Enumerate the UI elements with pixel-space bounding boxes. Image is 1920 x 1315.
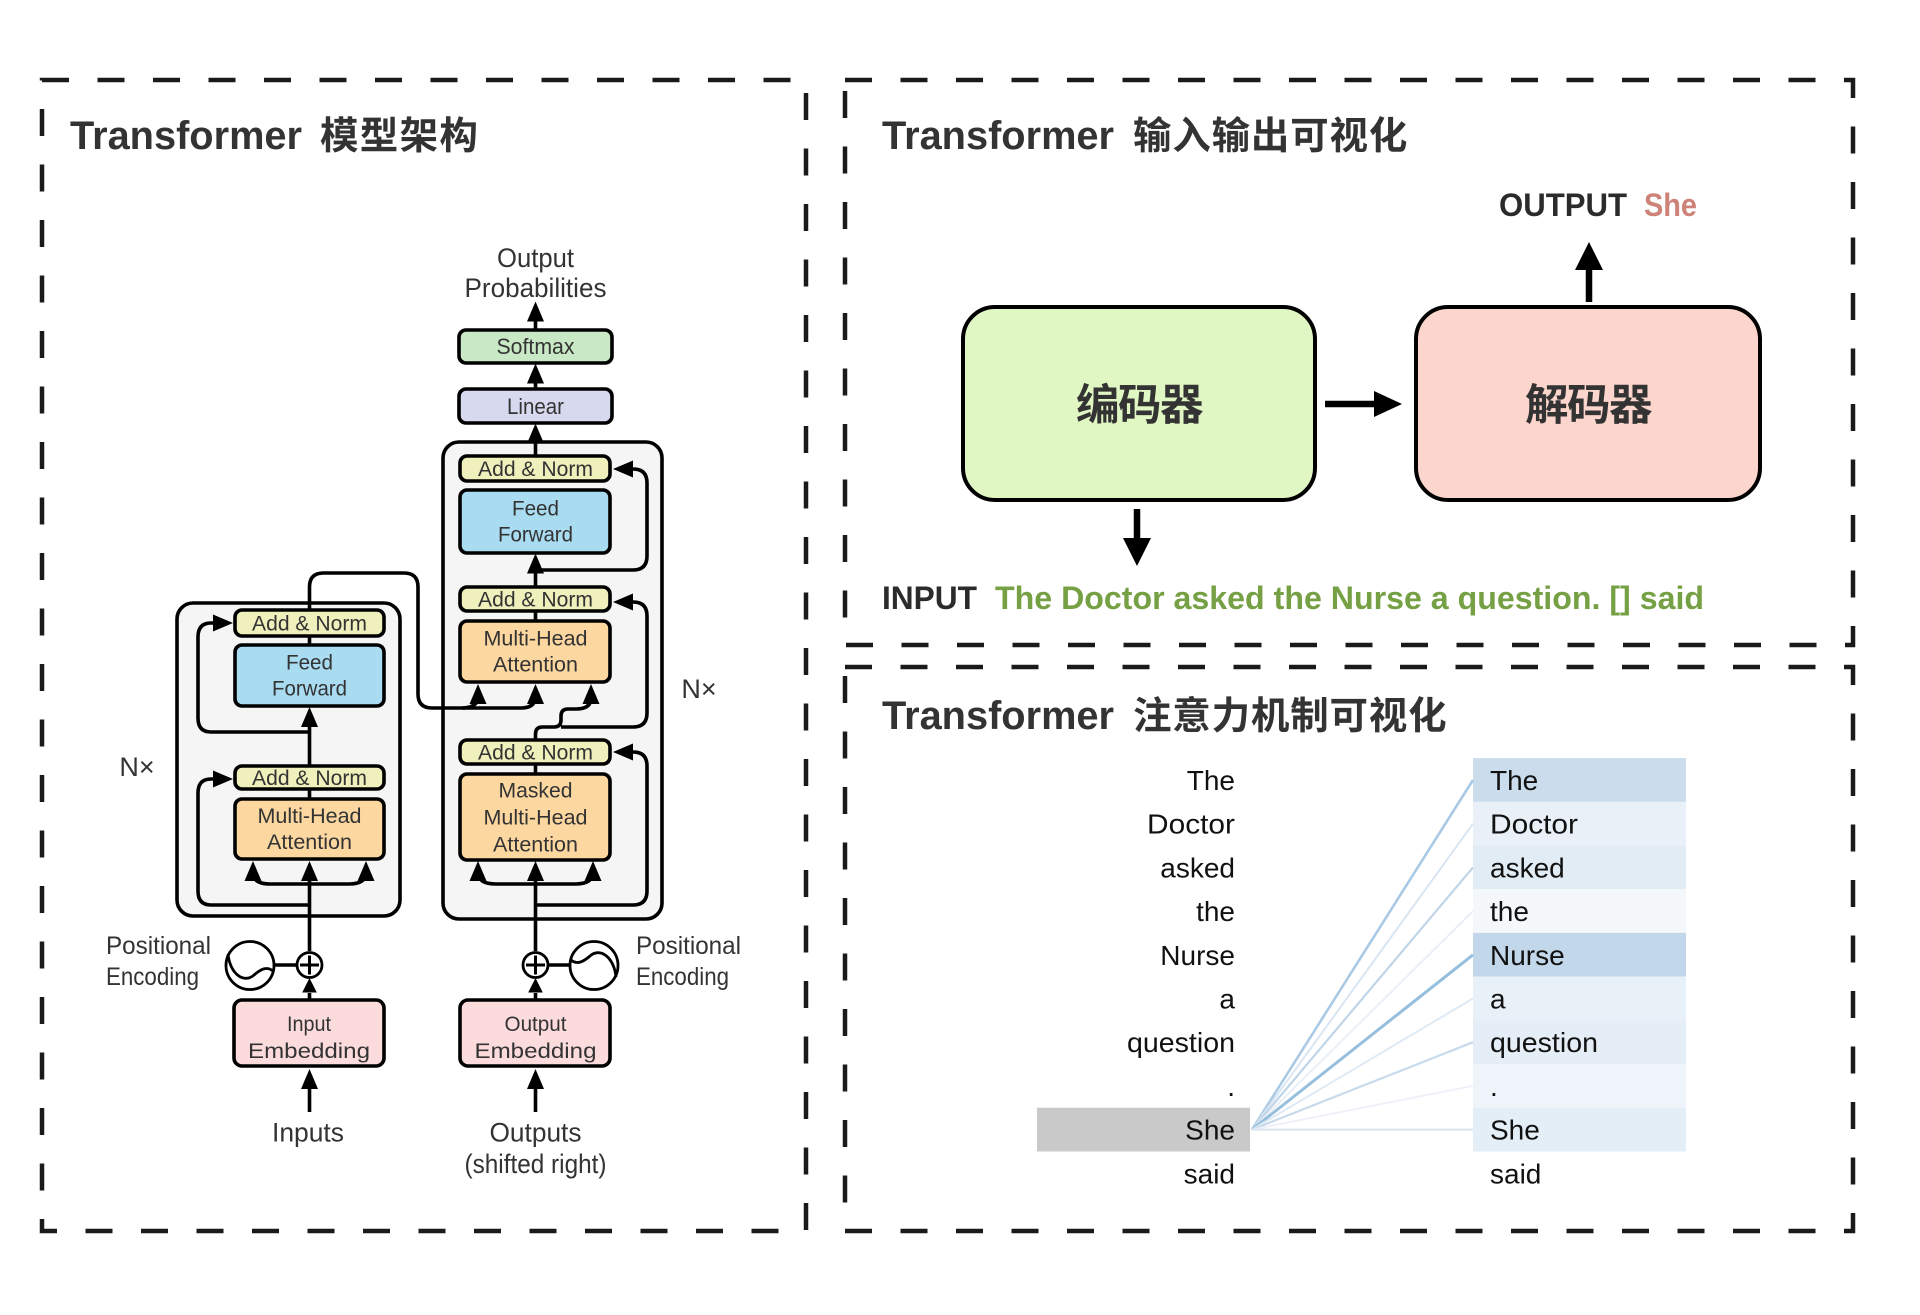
svg-text:Softmax: Softmax: [497, 334, 576, 359]
svg-text:Add & Norm: Add & Norm: [252, 766, 367, 790]
svg-text:N×: N×: [119, 752, 154, 782]
svg-text:the: the: [1490, 896, 1529, 927]
svg-text:asked: asked: [1490, 852, 1565, 883]
svg-text:Positional: Positional: [106, 932, 211, 960]
svg-text:Input: Input: [287, 1012, 331, 1036]
svg-text:Transformer: Transformer: [882, 114, 1114, 158]
svg-text:She: She: [1644, 187, 1697, 223]
svg-text:The: The: [1187, 765, 1235, 796]
svg-text:She: She: [1185, 1115, 1235, 1146]
svg-text:Forward: Forward: [272, 677, 347, 701]
svg-text:said: said: [1184, 1158, 1235, 1189]
svg-text:Feed: Feed: [512, 497, 559, 521]
svg-text:the: the: [1196, 896, 1235, 927]
svg-text:.: .: [1490, 1071, 1498, 1102]
svg-text:Multi-Head: Multi-Head: [484, 627, 588, 651]
svg-text:Multi-Head: Multi-Head: [258, 804, 362, 828]
svg-text:Add & Norm: Add & Norm: [252, 612, 367, 636]
svg-text:question: question: [1127, 1027, 1235, 1058]
svg-text:Nurse: Nurse: [1160, 940, 1235, 971]
svg-text:Embedding: Embedding: [248, 1039, 370, 1063]
svg-text:Multi-Head: Multi-Head: [484, 806, 588, 830]
svg-text:Attention: Attention: [493, 833, 578, 857]
svg-text:Probabilities: Probabilities: [465, 273, 607, 303]
svg-text:Doctor: Doctor: [1490, 809, 1578, 840]
svg-text:(shifted right): (shifted right): [465, 1149, 607, 1179]
svg-text:OUTPUT: OUTPUT: [1499, 187, 1627, 223]
svg-text:Attention: Attention: [493, 653, 578, 677]
svg-text:Embedding: Embedding: [475, 1039, 597, 1063]
svg-text:Add & Norm: Add & Norm: [478, 588, 593, 612]
svg-text:Output: Output: [497, 243, 574, 273]
svg-text:Attention: Attention: [267, 830, 352, 854]
svg-text:Masked: Masked: [499, 779, 573, 803]
svg-text:Outputs: Outputs: [490, 1118, 582, 1148]
svg-text:question: question: [1490, 1027, 1598, 1058]
svg-text:Output: Output: [505, 1012, 567, 1036]
svg-text:Inputs: Inputs: [272, 1118, 344, 1148]
svg-text:Transformer: Transformer: [882, 694, 1114, 738]
svg-text:She: She: [1490, 1115, 1540, 1146]
svg-text:Feed: Feed: [286, 651, 333, 675]
svg-text:Encoding: Encoding: [636, 963, 729, 991]
svg-text:Nurse: Nurse: [1490, 940, 1565, 971]
svg-text:Add & Norm: Add & Norm: [478, 741, 593, 765]
svg-text:.: .: [1227, 1071, 1235, 1102]
svg-text:N×: N×: [681, 674, 716, 704]
svg-text:Linear: Linear: [507, 394, 564, 419]
svg-text:a: a: [1490, 984, 1506, 1015]
svg-text:Transformer: Transformer: [70, 114, 302, 158]
svg-text:The Doctor asked the Nurse a q: The Doctor asked the Nurse a question. […: [995, 580, 1704, 616]
svg-text:said: said: [1490, 1158, 1541, 1189]
svg-text:a: a: [1219, 984, 1235, 1015]
svg-text:Doctor: Doctor: [1147, 809, 1235, 840]
svg-text:Forward: Forward: [498, 523, 573, 547]
svg-text:INPUT: INPUT: [882, 580, 977, 616]
svg-text:The: The: [1490, 765, 1538, 796]
svg-text:Positional: Positional: [636, 932, 741, 960]
svg-text:Add & Norm: Add & Norm: [478, 457, 593, 481]
svg-text:Encoding: Encoding: [106, 963, 199, 991]
svg-text:asked: asked: [1160, 852, 1235, 883]
